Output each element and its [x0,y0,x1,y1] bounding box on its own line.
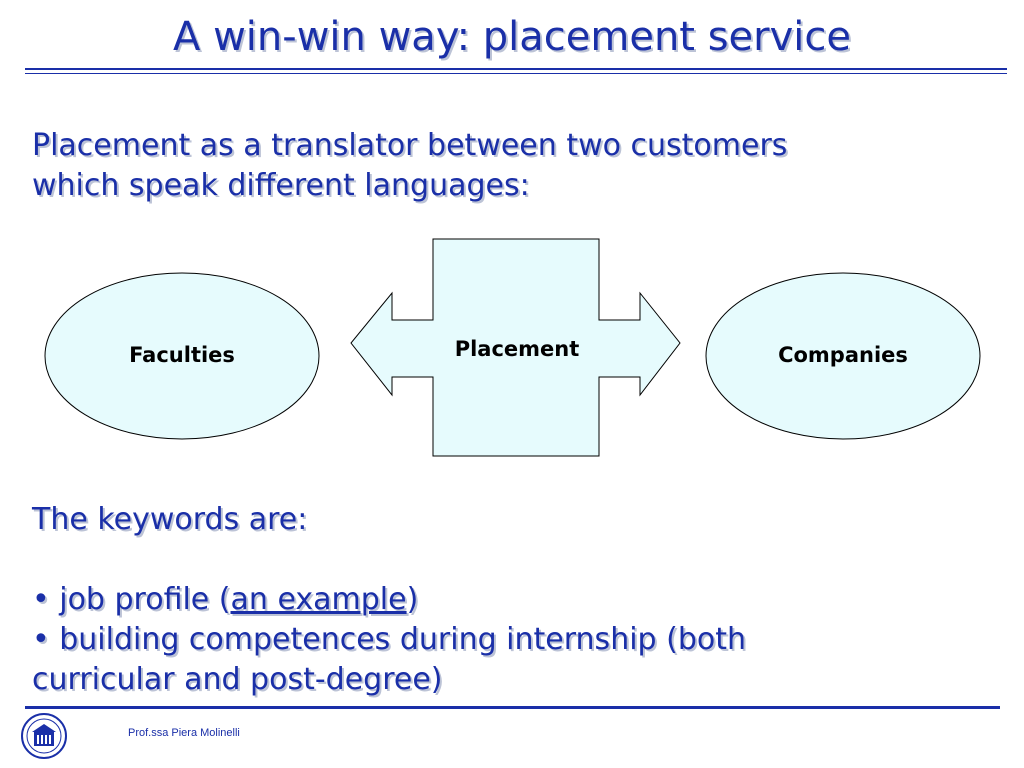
intro-line-2: which speak different languages: [32,168,530,203]
bullet-2-line-2: curricular and post-degree) [32,662,443,697]
placement-label: Placement [455,337,580,361]
placement-cross-arrow [350,238,681,457]
keywords-section: The keywords are: • job profile (an exam… [32,500,992,700]
example-link[interactable]: an example [230,582,407,617]
bullet-job-profile: • job profile (an example) [32,580,992,620]
slide-title: A win-win way: placement service [173,14,851,60]
intro-line-1: Placement as a translator between two cu… [32,128,788,163]
faculties-node [44,272,320,440]
bullet-2-line-1: • building competences during internship… [32,622,746,657]
intro-text: Placement as a translator between two cu… [32,126,932,206]
title-divider [25,68,1007,70]
companies-label: Companies [778,343,908,367]
university-seal-icon [21,713,67,759]
spacer [32,540,992,580]
footer-divider [25,706,1000,709]
companies-node [705,272,981,440]
bullet-1-prefix: • job profile ( [32,582,231,617]
title-divider-thin [25,73,1007,74]
footer-author: Prof.ssa Piera Molinelli [128,727,240,739]
keywords-heading: The keywords are: [32,502,308,537]
bullet-1-suffix: ) [406,582,419,617]
bullet-competences: • building competences during internship… [32,620,992,700]
faculties-label: Faculties [129,343,235,367]
